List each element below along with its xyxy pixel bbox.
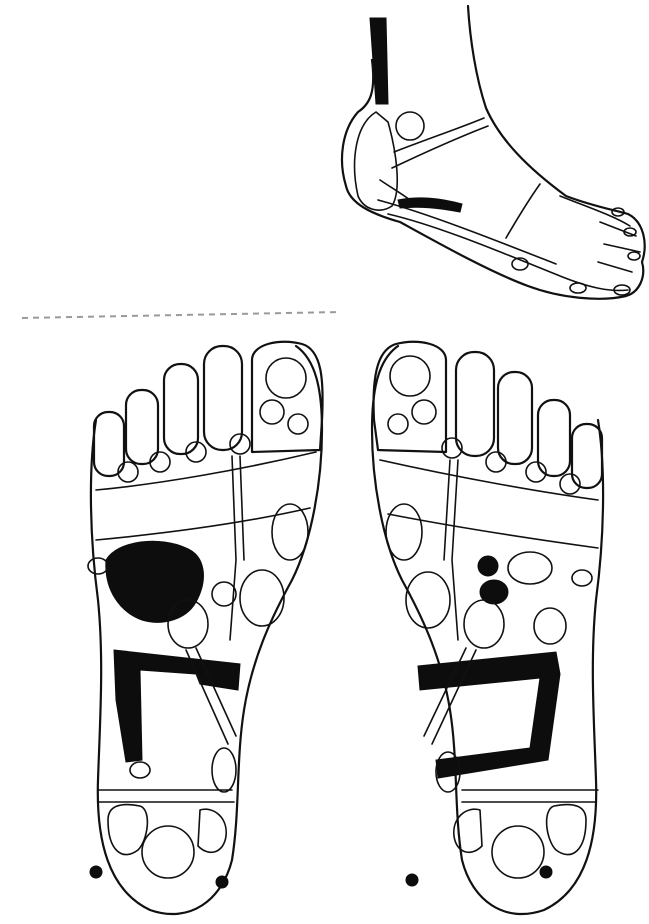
left-organ-zone-1 (240, 570, 284, 626)
right-small-zone (572, 570, 592, 586)
left-toe-4 (126, 390, 158, 464)
left-small-zone (88, 558, 108, 574)
left-intestine-highlight (114, 650, 240, 762)
right-gallbladder-highlight (478, 556, 498, 576)
right-toe-5 (572, 424, 602, 488)
right-spine-line (452, 460, 458, 640)
right-sole-outline (372, 346, 603, 914)
left-sciatic-zone (130, 762, 150, 778)
left-sole (88, 342, 323, 914)
right-ureter-line-2 (424, 648, 466, 736)
side-foot-outline (342, 6, 645, 299)
left-big-toe-zone-2 (260, 400, 284, 424)
heel-reflex-zone (355, 112, 398, 210)
side-view-foot (342, 6, 645, 299)
right-shoulder-band (380, 460, 598, 500)
left-diaphragm-band (96, 508, 310, 540)
left-heel-dot-2 (216, 876, 228, 888)
left-adrenal-zone (212, 582, 236, 606)
toe-line-3 (604, 244, 640, 252)
right-toe-2 (456, 352, 494, 456)
left-heart-highlight (106, 541, 204, 622)
toe-line-4 (598, 262, 632, 272)
toe-line-2 (600, 222, 636, 236)
left-spine-line (230, 456, 236, 640)
left-big-toe-zone-3 (288, 414, 308, 434)
cross-band (506, 184, 540, 238)
left-heel-dot-1 (90, 866, 102, 878)
left-bladder-zone (212, 748, 236, 792)
left-toe-3 (164, 364, 198, 454)
right-big-toe (374, 342, 446, 452)
left-toe-knob-2 (230, 434, 250, 454)
left-heel-center-zone (142, 826, 194, 878)
right-big-toe-zone-2 (412, 400, 436, 424)
left-big-toe-zone (266, 358, 306, 398)
right-heel-center-zone (492, 826, 544, 878)
left-heel-zone (108, 805, 147, 855)
right-heel-dot-2 (540, 866, 552, 878)
right-heel-dot-1 (406, 874, 418, 886)
right-heel-zone (547, 805, 586, 855)
toe-tip-3 (628, 252, 640, 260)
left-spine-line-2 (240, 456, 244, 560)
right-big-toe-zone (390, 356, 430, 396)
scan-artifact (22, 312, 340, 318)
spine-highlight (398, 198, 462, 212)
left-heel-zone-2 (198, 809, 226, 852)
right-toe-3 (498, 372, 532, 464)
right-organ-zone-4 (534, 608, 566, 644)
right-toe-knob-3 (486, 452, 506, 472)
right-organ-zone-3 (508, 552, 552, 584)
right-big-toe-zone-3 (388, 414, 408, 434)
right-sole (372, 342, 603, 914)
arch-band-lower (378, 200, 556, 264)
sole-zone-2 (570, 283, 586, 293)
ankle-bone-zone (396, 112, 424, 140)
right-kidney-zone (464, 600, 504, 648)
left-toe-knob-4 (150, 452, 170, 472)
right-organ-zone-2 (386, 504, 422, 560)
